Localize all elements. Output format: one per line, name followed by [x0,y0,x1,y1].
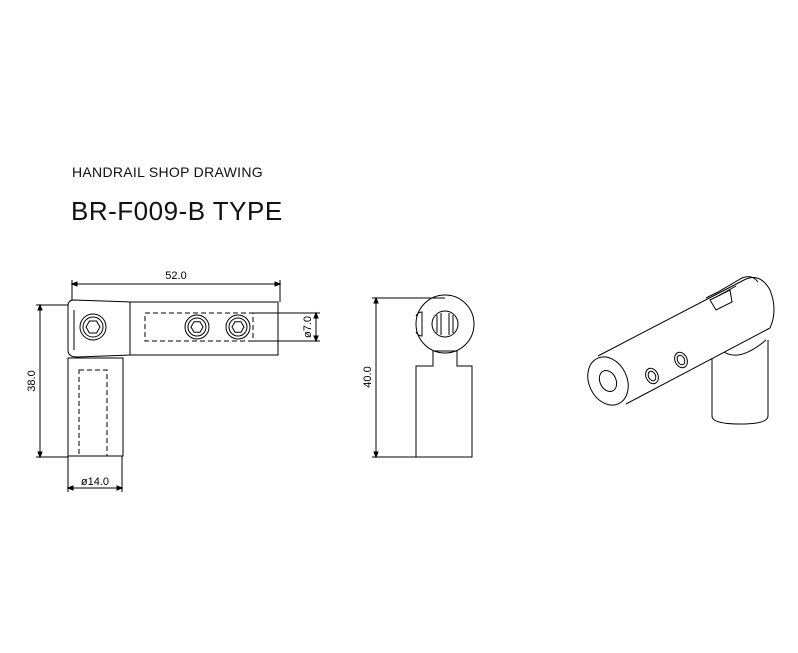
front-view [36,280,320,492]
set-screw-2 [225,314,251,340]
side-bore-hatch [436,313,454,335]
dim-length [70,280,282,302]
iso-set-screw-2 [674,351,688,369]
iso-set-screw-1 [645,367,659,385]
iso-knuckle-top [705,276,759,299]
iso-knuckle-line [717,285,737,297]
set-screw-1 [184,314,210,340]
iso-post-body [711,340,769,425]
side-view [372,294,475,459]
iso-sleeve-top-edge [597,279,745,357]
dim-height-side-text: 40.0 [362,366,374,387]
isometric-view [587,276,775,425]
iso-sleeve-far-end [743,277,775,329]
hinge-bolt [79,313,107,341]
side-sleeve-circle [415,294,475,354]
iso-sleeve-bore [598,369,618,393]
front-sleeve-body [129,301,279,356]
side-bore-circle [431,310,459,338]
iso-post-top-edge [723,339,767,356]
dim-pipe-diameter [66,456,124,492]
dim-hole-diameter [253,311,320,343]
dim-pipe-diameter-text: ø14.0 [81,476,109,488]
iso-knuckle-notch [709,289,733,311]
dim-height-front-text: 38.0 [26,370,38,391]
front-hinge-knuckle [67,299,131,358]
dim-height-side [372,296,445,459]
side-post-body [415,350,473,458]
iso-sleeve-bottom-edge [625,327,771,405]
iso-sleeve-end [587,356,629,406]
front-sleeve-bore-hidden [144,312,254,342]
drawing-subtitle: HANDRAIL SHOP DRAWING [72,164,263,180]
front-post-bore-hidden [78,369,108,457]
dim-length-text: 52.0 [165,270,186,282]
front-post-body [67,357,124,457]
dim-hole-diameter-text: ø7.0 [302,316,314,338]
side-hinge-edge [415,311,423,337]
drawing-title: BR-F009-B TYPE [71,196,283,226]
dim-height-front [36,303,68,459]
